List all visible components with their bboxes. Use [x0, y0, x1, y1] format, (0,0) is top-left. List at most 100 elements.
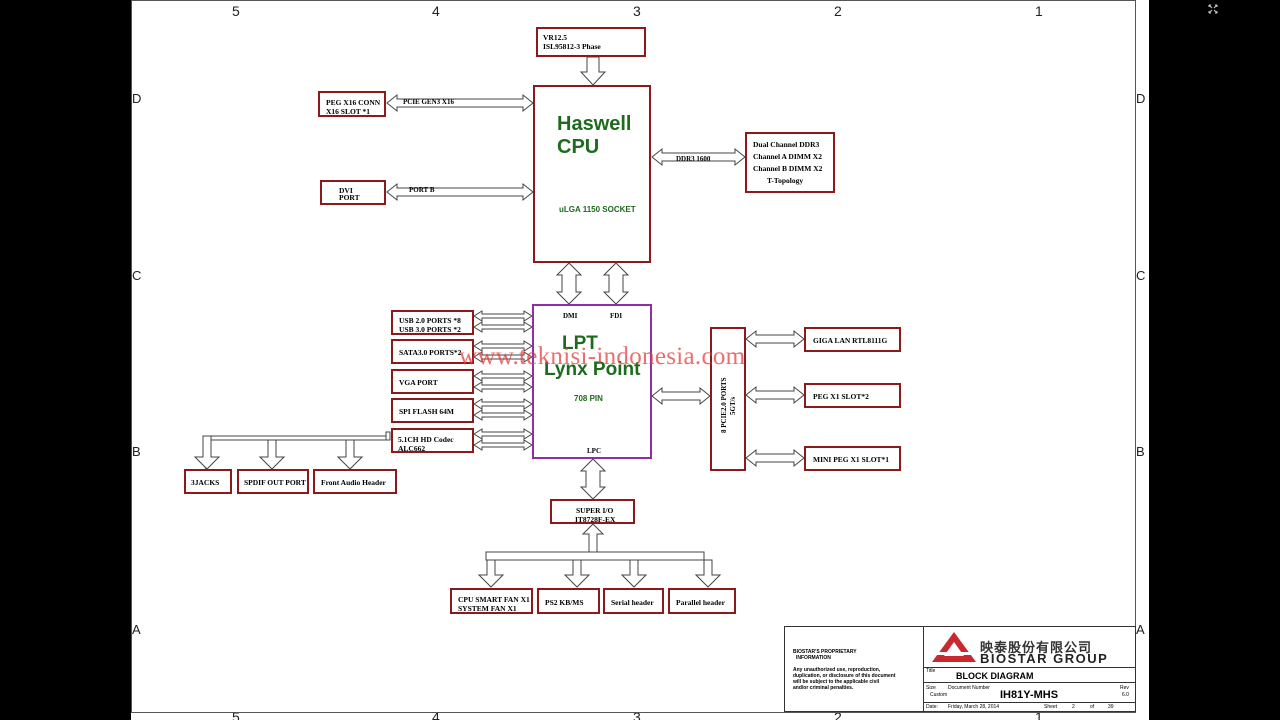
giga-lan-box: GIGA LAN RTL8111G — [804, 327, 901, 352]
zone-row-b-right: B — [1136, 444, 1145, 459]
mini-peg-box: MINI PEG X1 SLOT*1 — [804, 446, 901, 471]
audio-line-1: 5.1CH HD Codec — [398, 435, 454, 444]
mini-peg-label: MINI PEG X1 SLOT*1 — [813, 455, 890, 464]
arrow-spi-2 — [473, 409, 533, 421]
docnum-value: IH81Y-MHS — [1000, 689, 1059, 701]
zone-row-c-right: C — [1136, 268, 1146, 283]
vga-box: VGA PORT — [391, 369, 474, 394]
vr-box: VR12.5 ISL95812-3 Phase — [536, 27, 646, 57]
zone-col-1-bottom: 1 — [1035, 709, 1043, 720]
company-name-en: BIOSTAR GROUP — [980, 651, 1109, 666]
spi-label: SPI FLASH 64M — [399, 407, 455, 416]
ddr3-box: Dual Channel DDR3 Channel A DIMM X2 Chan… — [745, 132, 835, 193]
pch-fdi-label: FDI — [610, 312, 623, 320]
watermark-text: www.teknisi-indonesia.com — [459, 343, 746, 370]
docnum-label: Document Number — [948, 685, 990, 691]
zone-row-c-left: C — [132, 268, 142, 283]
size-label: Size — [926, 685, 936, 691]
biostar-logo-icon — [932, 632, 976, 662]
zone-row-d-right: D — [1136, 91, 1146, 106]
date-row: Date: Friday, March 28, 2014 Sheet 2 of … — [924, 703, 1135, 711]
spdif-label: SPDIF OUT PORT — [244, 478, 306, 487]
ddr3-label: DDR3 1600 — [676, 155, 711, 163]
arrow-usb-2 — [473, 321, 533, 333]
ddr3-line-2: Channel A DIMM X2 — [753, 152, 822, 161]
pch-pins: 708 PIN — [574, 394, 603, 403]
pcie-gen3-label: PCIE GEN3 X16 — [403, 98, 454, 106]
arrow-vga-1 — [473, 370, 533, 382]
jacks-box: 3JACKS — [184, 469, 232, 494]
cpu-socket: uLGA 1150 SOCKET — [559, 205, 636, 214]
super-io-line-1: SUPER I/O — [576, 506, 614, 515]
cpu-box: Haswell CPU uLGA 1150 SOCKET — [533, 85, 651, 263]
ps2-box: PS2 KB/MS — [537, 588, 600, 614]
arrow-spdif — [258, 439, 286, 470]
zone-col-5-bottom: 5 — [232, 709, 240, 720]
arrow-superio-stem — [581, 523, 605, 553]
sata-label: SATA3.0 PORTS*2 — [399, 348, 462, 357]
cpu-title-line1: Haswell — [557, 113, 632, 135]
arrow-pch-pcie — [651, 386, 711, 406]
zone-col-3-bottom: 3 — [633, 709, 641, 720]
peg-x16-line-2: X16 SLOT *1 — [326, 107, 371, 116]
arrow-usb-1 — [473, 310, 533, 322]
zone-row-d-left: D — [132, 91, 142, 106]
dvi-line-1: DVI — [339, 186, 353, 195]
arrow-superio-bus — [485, 551, 705, 561]
proprietary-line-1: BIOSTAR'S PROPRIETARY — [793, 649, 857, 655]
pcie-ports-line-2: 5GT/s — [729, 396, 737, 415]
usb-line-1: USB 2.0 PORTS *8 — [399, 316, 461, 325]
title-row: Title BLOCK DIAGRAM — [924, 667, 1135, 683]
peg-x1-label: PEG X1 SLOT*2 — [813, 392, 869, 401]
arrow-serial — [620, 559, 648, 588]
zone-row-a-left: A — [132, 622, 141, 637]
fullscreen-icon[interactable] — [1208, 4, 1218, 14]
serial-label: Serial header — [611, 598, 654, 607]
arrow-ps2 — [563, 559, 591, 588]
date-label: Date: — [926, 704, 938, 710]
giga-lan-label: GIGA LAN RTL8111G — [813, 336, 888, 345]
fans-line-1: CPU SMART FAN X1 — [458, 595, 530, 604]
schematic-sheet: 5 4 3 2 1 5 4 3 2 1 D C B A D C B A .a{f… — [131, 0, 1149, 720]
ps2-label: PS2 KB/MS — [545, 598, 584, 607]
sheet-label: Sheet — [1044, 704, 1058, 710]
arrow-spi-1 — [473, 398, 533, 410]
zone-col-3-top: 3 — [633, 3, 641, 19]
arrow-mini-peg — [745, 448, 805, 468]
arrow-lpc — [579, 458, 607, 500]
pcie-ports-line-1: 8 PCIE2.0 PORTS — [720, 377, 728, 433]
arrow-parallel — [694, 559, 722, 588]
zone-col-5-top: 5 — [232, 3, 240, 19]
usb-box: USB 2.0 PORTS *8 USB 3.0 PORTS *2 — [391, 310, 474, 335]
front-audio-label: Front Audio Header — [321, 478, 386, 487]
notice-line-2: duplication, or disclosure of this docum… — [793, 673, 896, 679]
pch-title-line2: Lynx Point — [544, 359, 641, 380]
notice-line-3: will be subject to the applicable civil — [793, 679, 880, 685]
serial-box: Serial header — [603, 588, 664, 614]
zone-row-a-right: A — [1136, 622, 1145, 637]
total-sheets: 39 — [1108, 704, 1114, 710]
pcie-ports-box: 8 PCIE2.0 PORTS 5GT/s — [710, 327, 746, 471]
arrow-vr-cpu — [579, 56, 607, 86]
vga-label: VGA PORT — [399, 378, 438, 387]
vr-line-1: VR12.5 — [543, 33, 567, 42]
audio-box: 5.1CH HD Codec ALC662 — [391, 428, 474, 453]
ddr3-line-4: T-Topology — [767, 176, 804, 185]
arrow-dmi — [555, 262, 583, 305]
of-label: of — [1090, 704, 1095, 710]
arrow-vga-2 — [473, 381, 533, 393]
spdif-box: SPDIF OUT PORT — [237, 469, 309, 494]
size-value: Custom — [930, 692, 948, 698]
peg-x16-line-1: PEG X16 CONN — [326, 98, 381, 107]
parallel-box: Parallel header — [668, 588, 736, 614]
fans-box: CPU SMART FAN X1 SYSTEM FAN X1 — [450, 588, 533, 614]
zone-col-4-bottom: 4 — [432, 709, 440, 720]
sheet-value: 2 — [1072, 704, 1075, 710]
pch-title-line1: LPT — [562, 333, 598, 354]
fans-line-2: SYSTEM FAN X1 — [458, 604, 517, 613]
notice-line-4: and/or criminal penalties. — [793, 685, 854, 691]
title-block: BIOSTAR'S PROPRIETARY INFORMATION Any un… — [784, 626, 1136, 712]
company-logo-area: 映泰股份有限公司 BIOSTAR GROUP — [924, 627, 1135, 668]
audio-line-2: ALC662 — [398, 444, 426, 453]
arrow-giga-lan — [745, 329, 805, 349]
